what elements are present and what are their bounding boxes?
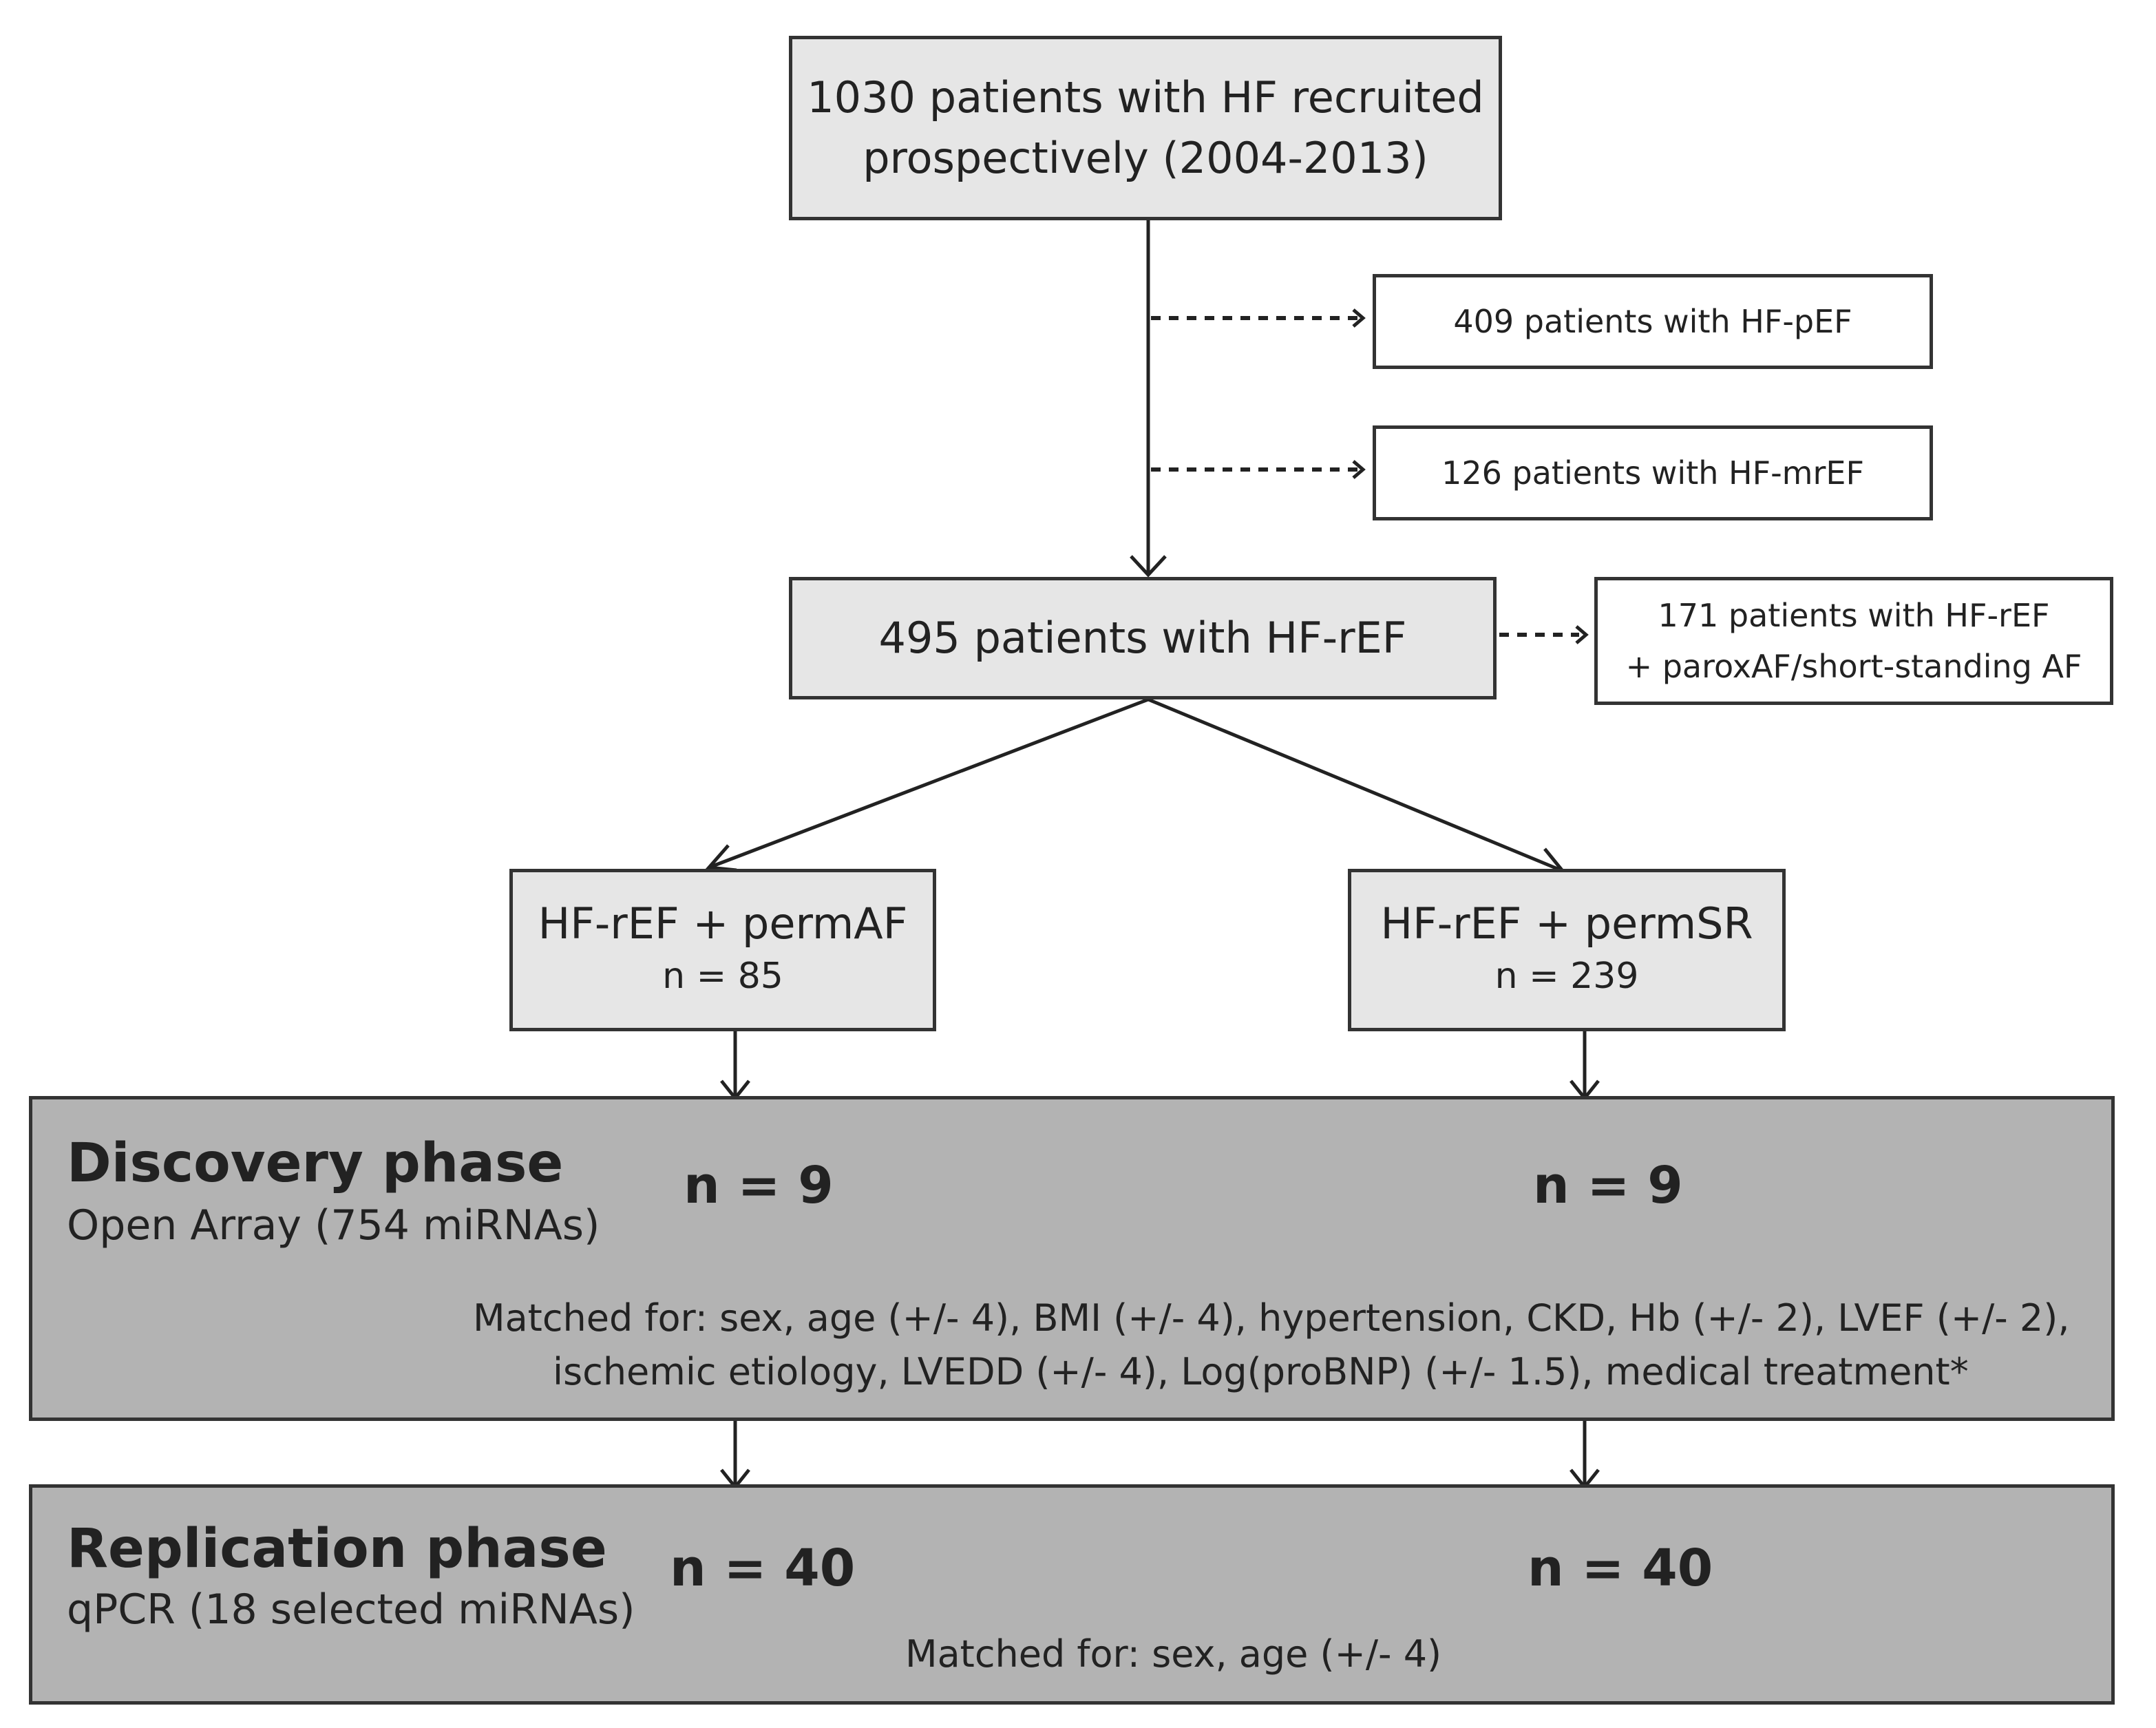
discovery-subtitle: Open Array (754 miRNAs) [67,1201,600,1250]
discovery-title: Discovery phase [67,1132,564,1194]
recruited-line1: 1030 patients with HF recruited [807,72,1484,123]
arrow-hfref-to-permsr [1148,697,1563,873]
hf-ref-box: 495 patients with HF-rEF [789,577,1497,699]
perm-sr-box: HF-rEF + permSR n = 239 [1348,869,1786,1031]
perm-sr-n: n = 239 [1494,956,1639,997]
replication-n-af: n = 40 [670,1539,856,1598]
perm-af-label: HF-rEF + permAF [538,898,908,949]
discovery-matched-line2: ischemic etiology, LVEDD (+/- 4), Log(pr… [553,1350,1969,1393]
hf-pef-label: 409 patients with HF-pEF [1453,303,1852,340]
replication-matched: Matched for: sex, age (+/- 4) [905,1632,1442,1676]
discovery-n-sr: n = 9 [1533,1156,1683,1215]
hf-mref-label: 126 patients with HF-mrEF [1441,454,1864,492]
perm-af-box: HF-rEF + permAF n = 85 [509,869,936,1031]
perm-af-n: n = 85 [662,956,783,997]
recruited-line2: prospectively (2004-2013) [863,133,1428,183]
replication-subtitle: qPCR (18 selected miRNAs) [67,1585,635,1634]
discovery-phase-panel: Discovery phase Open Array (754 miRNAs) … [29,1096,2115,1421]
recruited-box: 1030 patients with HF recruited prospect… [789,36,1502,220]
arrow-hfref-to-permaf [708,697,1149,870]
replication-n-sr: n = 40 [1528,1539,1713,1598]
parox-line2: + paroxAF/short-standing AF [1625,648,2082,685]
discovery-n-af: n = 9 [684,1156,834,1215]
hf-pef-box: 409 patients with HF-pEF [1373,274,1933,369]
hf-mref-box: 126 patients with HF-mrEF [1373,425,1933,520]
discovery-matched-line1: Matched for: sex, age (+/- 4), BMI (+/- … [473,1296,2070,1340]
replication-title: Replication phase [67,1518,607,1580]
perm-sr-label: HF-rEF + permSR [1380,898,1753,949]
parox-box: 171 patients with HF-rEF + paroxAF/short… [1594,577,2113,705]
replication-phase-panel: Replication phase qPCR (18 selected miRN… [29,1484,2115,1705]
hf-ref-label: 495 patients with HF-rEF [878,613,1407,663]
parox-line1: 171 patients with HF-rEF [1658,597,2050,634]
